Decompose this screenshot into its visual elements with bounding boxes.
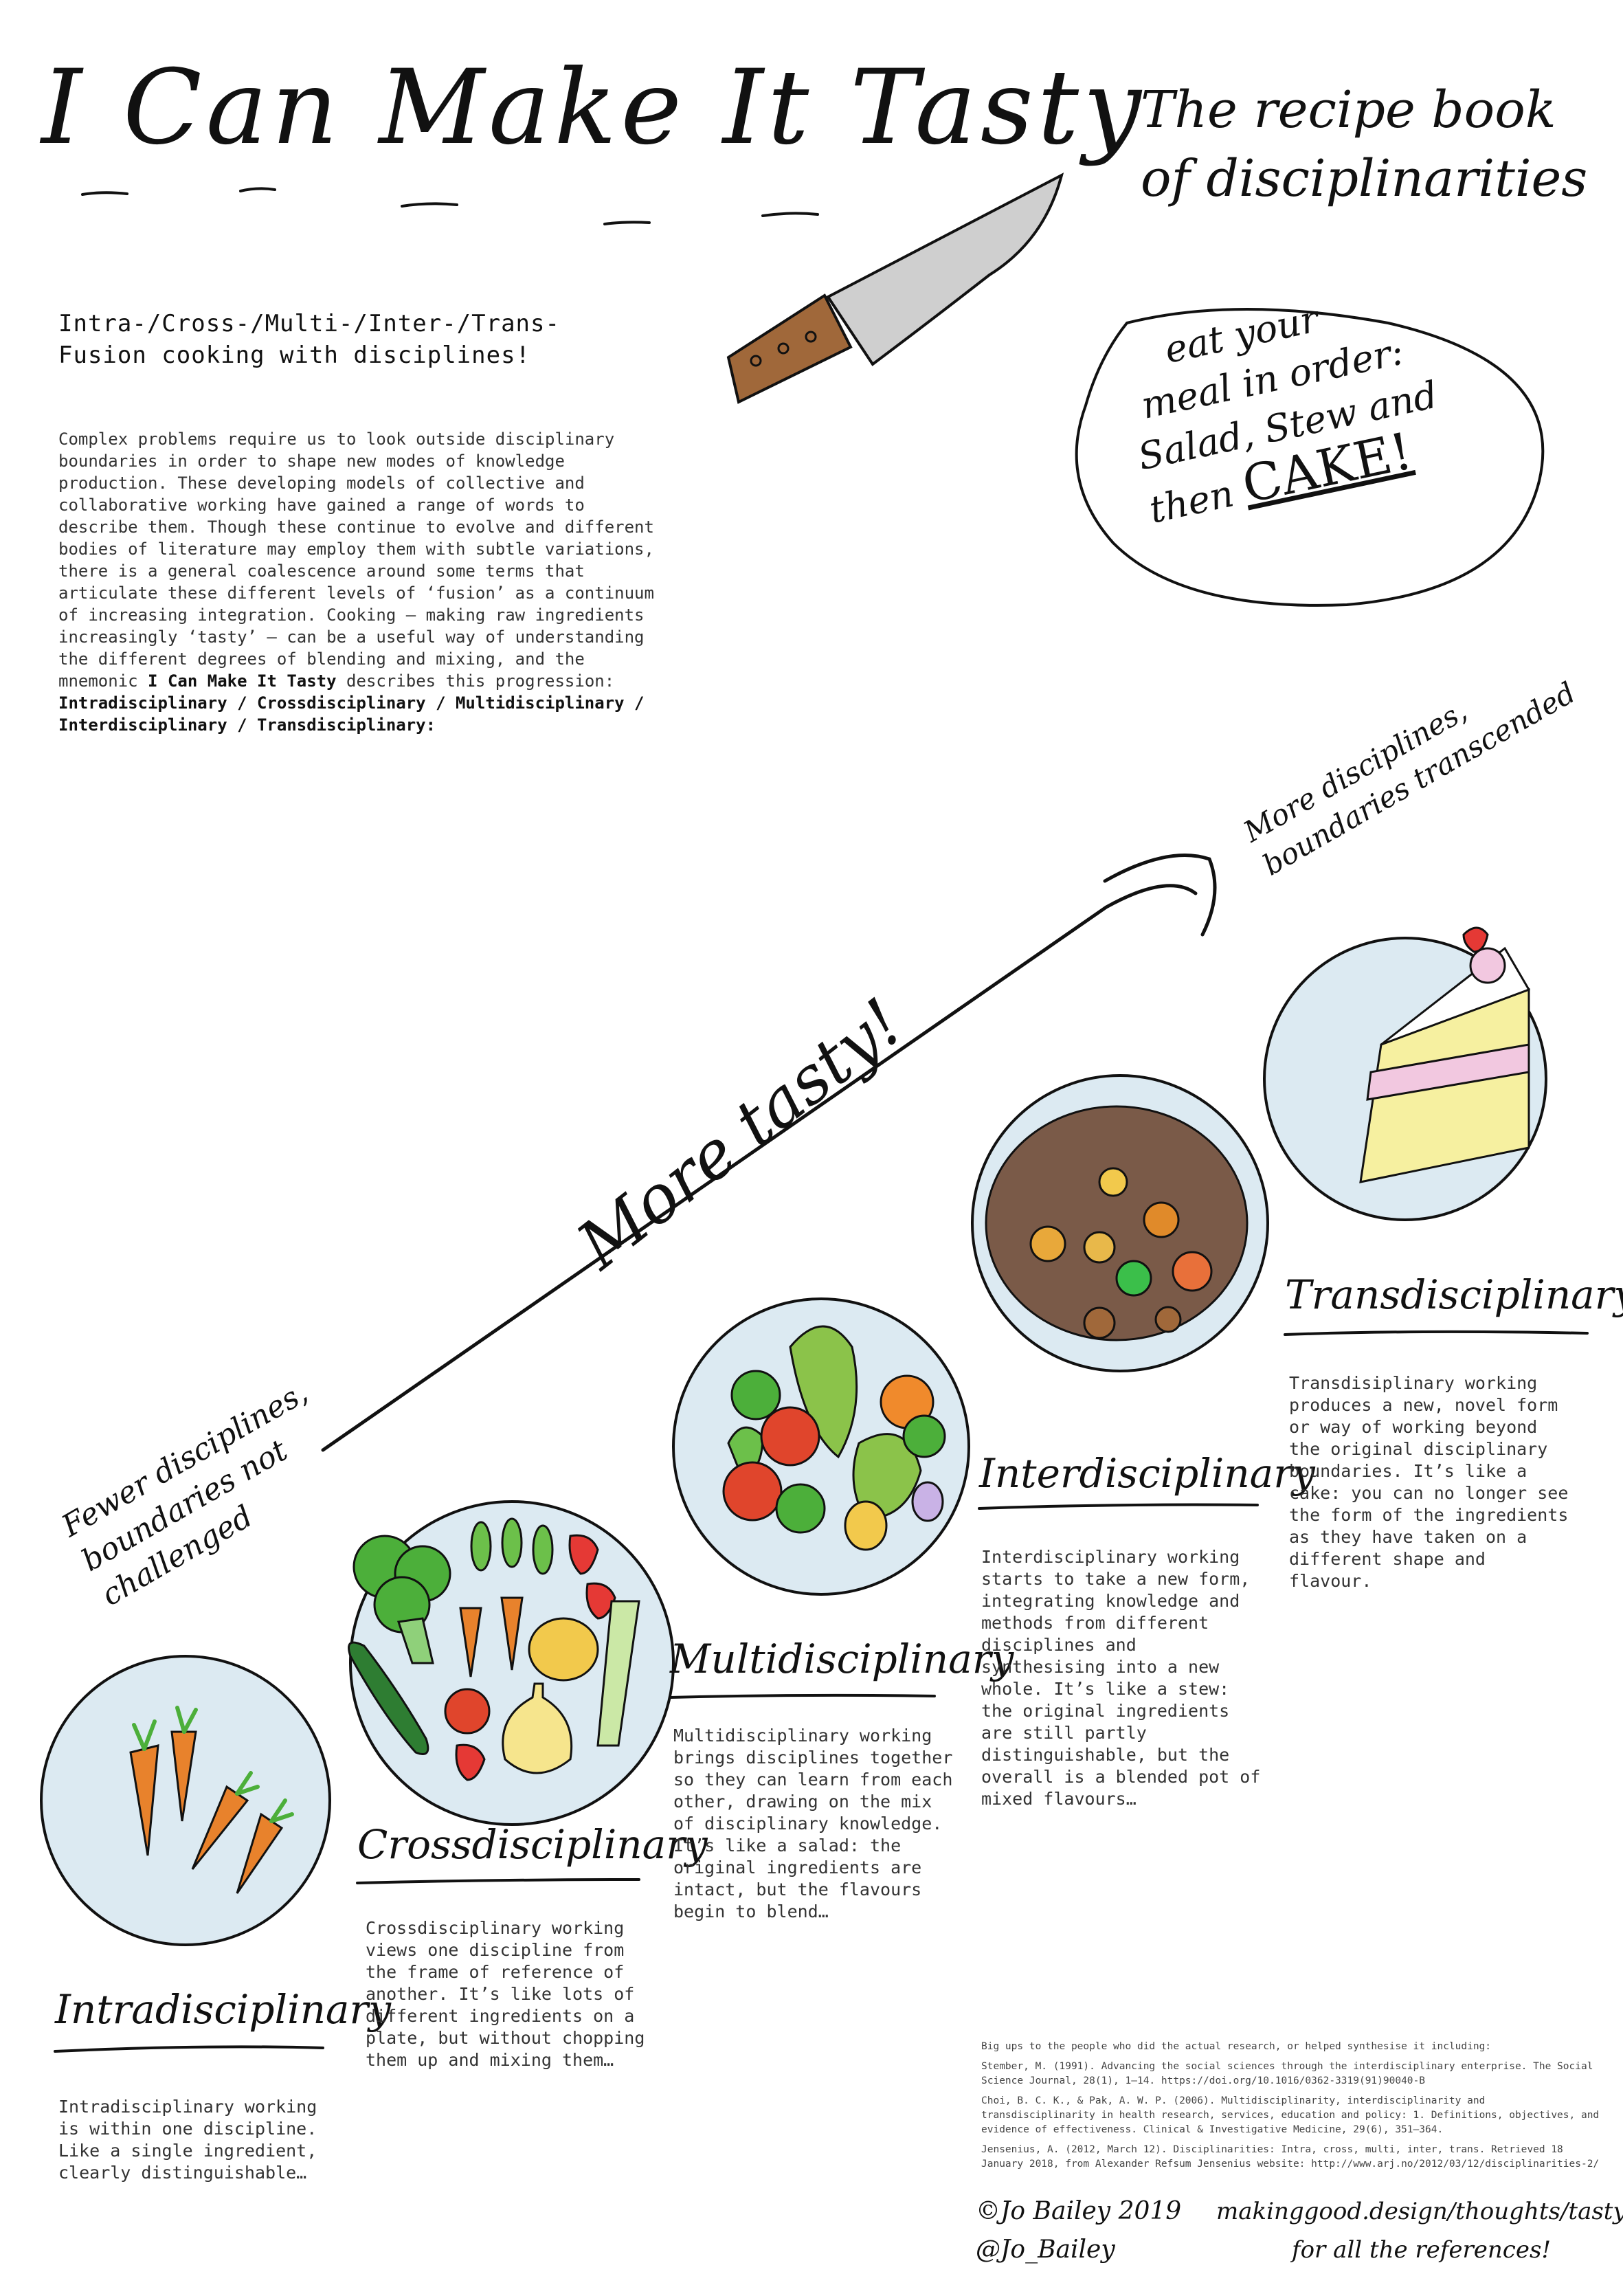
carrot-icon <box>459 1596 524 1678</box>
reference-item: Stember, M. (1991). Advancing the social… <box>981 2061 1593 2086</box>
reference-item: Jensenius, A. (2012, March 12). Discipli… <box>981 2144 1600 2170</box>
intro-progression: Intradisciplinary / Crossdisciplinary / … <box>58 693 645 735</box>
subtitle: Intra-/Cross-/Multi-/Inter-/Trans- Fusio… <box>58 308 560 371</box>
intra-title: Intradisciplinary <box>55 1986 392 2033</box>
knife-icon <box>726 172 1064 404</box>
intro-paragraph: Complex problems require us to look outs… <box>58 428 663 736</box>
multi-title: Multidisciplinary <box>670 1636 1014 1682</box>
credits-link-line-1[interactable]: makinggood.design/thoughts/tasty <box>1216 2198 1623 2225</box>
arrow-icon <box>321 854 1217 1452</box>
leek-icon <box>596 1600 640 1747</box>
section-underlines <box>54 1330 1589 2053</box>
onion-icon <box>502 1682 573 1774</box>
potato-icon <box>528 1617 599 1682</box>
references: Big ups to the people who did the actual… <box>981 2040 1600 2177</box>
lettuce-icon <box>727 1325 922 1520</box>
title-underlines <box>81 187 819 225</box>
recipe-book-line-2: of disciplinarities <box>1141 149 1588 208</box>
recipe-book-line-1: The recipe book <box>1141 80 1556 140</box>
twitter-handle[interactable]: @Jo_Bailey <box>976 2236 1115 2264</box>
carrot-icon <box>129 1706 294 1894</box>
strawberry-icon <box>455 1534 616 1781</box>
tomato-icon <box>722 1406 820 1522</box>
credits-link[interactable]: makinggood.design/thoughts/tasty for all… <box>1216 2192 1623 2269</box>
potato-icon <box>844 1481 944 1551</box>
intro-mid: describes this progression: <box>336 671 615 691</box>
broccoli-icon <box>352 1535 451 1664</box>
references-heading: Big ups to the people who did the actual… <box>981 2041 1492 2052</box>
intro-text: Complex problems require us to look outs… <box>58 430 654 691</box>
intra-description: Intradisciplinary working is within one … <box>58 2097 317 2183</box>
stew-bowl-icon <box>985 1105 1249 1341</box>
speech-bubble-icon <box>1075 308 1545 607</box>
cross-description: Crossdisciplinary working views one disc… <box>366 1918 645 2070</box>
cucumber-icon <box>348 1641 429 1755</box>
cucumber-icon <box>730 1370 826 1534</box>
credits: ©Jo Bailey 2019 @Jo_Bailey <box>976 2192 1181 2269</box>
intro-mnemonic: I Can Make It Tasty <box>148 671 337 691</box>
subtitle-line-1: Intra-/Cross-/Multi-/Inter-/Trans- <box>58 310 560 337</box>
page-title: I Can Make It Tasty <box>41 48 1145 168</box>
trans-title: Transdisciplinary <box>1285 1271 1623 1318</box>
recipe-book-heading: The recipe book of disciplinarities <box>1141 76 1587 213</box>
inter-title: Interdisciplinary <box>979 1450 1315 1497</box>
subtitle-line-2: Fusion cooking with disciplines! <box>58 342 531 369</box>
tomato-icon <box>444 1688 491 1735</box>
reference-item: Choi, B. C. K., & Pak, A. W. P. (2006). … <box>981 2095 1600 2135</box>
broccoli-icon <box>880 1374 946 1458</box>
copyright: ©Jo Bailey 2019 <box>976 2197 1182 2225</box>
pea-pod-icon <box>470 1517 554 1575</box>
cake-slice-icon <box>1359 926 1531 1183</box>
trans-description: Transdisiplinary working produces a new,… <box>1289 1373 1569 1591</box>
cross-title: Crossdisciplinary <box>357 1821 708 1868</box>
credits-link-line-2: for all the references! <box>1292 2236 1552 2264</box>
inter-description: Interdisciplinary working starts to take… <box>981 1547 1261 1809</box>
multi-description: Multidisciplinary working brings discipl… <box>673 1726 953 1921</box>
